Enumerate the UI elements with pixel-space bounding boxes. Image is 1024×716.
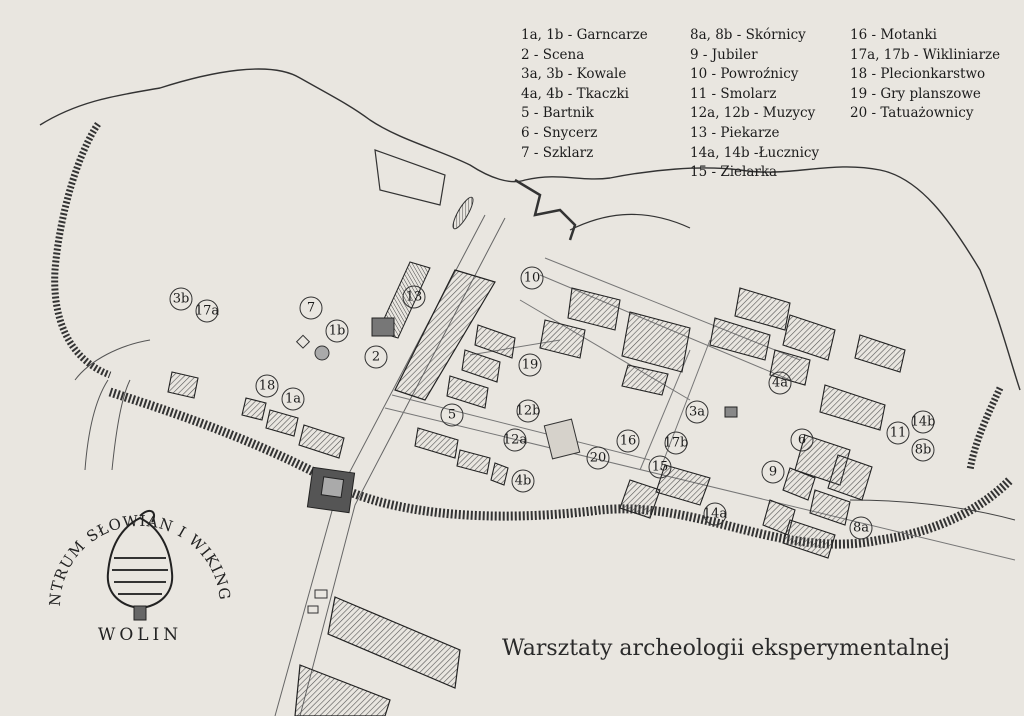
legend-item: 6 - Snycerz: [521, 124, 598, 141]
legend-item: 8a, 8b - Skórnicy: [690, 27, 806, 43]
marker-8a[interactable]: 8a: [849, 516, 873, 540]
legend-item: 15 - Zielarka: [690, 164, 778, 181]
marker-5[interactable]: 5: [440, 403, 464, 427]
legend-item: 16 - Motanki: [850, 27, 937, 43]
marker-6[interactable]: 6: [790, 428, 814, 452]
legend-item: 19 - Gry planszowe: [850, 85, 981, 102]
bakery-building: [371, 261, 431, 339]
marker-4a[interactable]: 4a: [768, 371, 792, 395]
svg-text:18: 18: [259, 379, 276, 394]
legend-item: 9 - Jubiler: [690, 46, 758, 63]
marker-11[interactable]: 11: [886, 421, 910, 445]
legend-column-1: 1a, 1b - Garncarze 2 - Scena 3a, 3b - Kowa…: [521, 26, 648, 163]
svg-text:8a: 8a: [853, 521, 869, 536]
legend-item: 3a, 3b - Kowale: [521, 66, 627, 83]
marker-15[interactable]: 15: [648, 455, 672, 479]
svg-text:3b: 3b: [173, 292, 190, 307]
houses-south: [294, 596, 461, 716]
houses-west: [167, 371, 345, 459]
svg-text:14a: 14a: [703, 507, 728, 522]
plot-top: [374, 149, 446, 206]
svg-text:12a: 12a: [503, 433, 528, 448]
marker-17b[interactable]: 17b: [664, 431, 689, 455]
svg-text:20: 20: [590, 451, 607, 466]
marker-16[interactable]: 16: [616, 429, 640, 453]
legend-item: 7 - Szklarz: [521, 144, 594, 161]
marker-10[interactable]: 10: [520, 266, 544, 290]
legend-item: 11 - Smolarz: [690, 85, 777, 102]
marker-7[interactable]: 7: [299, 296, 323, 320]
legend-item: 14a, 14b -Łucznicy: [690, 144, 820, 161]
svg-text:1a: 1a: [285, 392, 301, 407]
marker-1a[interactable]: 1a: [281, 387, 305, 411]
svg-text:WOLIN: WOLIN: [98, 625, 182, 645]
marker-20[interactable]: 20: [586, 446, 610, 470]
marker-1b[interactable]: 1b: [325, 319, 349, 343]
palisade-west: [51, 122, 112, 379]
logo: CENTRUM SŁOWIAN I WIKINGÓW WOLIN: [40, 488, 234, 645]
marker-12b[interactable]: 12b: [516, 399, 541, 423]
location-markers: 1a 1b 2 3a 3b 4a 4b 5 6 7 8a 8b 9 10 11 …: [169, 266, 936, 540]
legend-item: 4a, 4b - Tkaczki: [521, 85, 629, 102]
marker-14b[interactable]: 14b: [911, 410, 936, 434]
svg-text:15: 15: [652, 460, 669, 475]
svg-text:4b: 4b: [515, 474, 532, 489]
legend-item: 10 - Powroźnicy: [690, 66, 799, 83]
marker-18[interactable]: 18: [255, 374, 279, 398]
svg-text:13: 13: [406, 290, 423, 305]
svg-text:16: 16: [620, 434, 637, 449]
marker-9[interactable]: 9: [761, 460, 785, 484]
marker-17a[interactable]: 17a: [195, 299, 220, 323]
legend-item: 18 - Plecionkarstwo: [850, 66, 986, 83]
houses-east: [619, 287, 906, 559]
palisade-east: [966, 386, 1004, 471]
svg-text:3a: 3a: [689, 405, 705, 420]
marker-4b[interactable]: 4b: [511, 469, 535, 493]
marker-12a[interactable]: 12a: [503, 428, 528, 452]
svg-text:12b: 12b: [516, 404, 541, 419]
legend-item: 13 - Piekarze: [690, 124, 780, 141]
svg-text:CENTRUM SŁOWIAN I WIKINGÓW: CENTRUM SŁOWIAN I WIKINGÓW: [40, 488, 234, 607]
legend-column-2: 8a, 8b - Skórnicy 9 - Jubiler 10 - Powroźn…: [690, 26, 819, 183]
svg-text:8b: 8b: [915, 443, 932, 458]
svg-text:19: 19: [522, 358, 539, 373]
svg-text:5: 5: [448, 408, 456, 423]
svg-text:6: 6: [798, 433, 806, 448]
svg-text:11: 11: [890, 426, 907, 441]
marker-14a[interactable]: 14a: [703, 502, 728, 526]
legend-column-3: 16 - Motanki 17a, 17b - Wikliniarze 18 - P…: [850, 26, 1000, 124]
marker-3b[interactable]: 3b: [169, 287, 193, 311]
legend-item: 17a, 17b - Wikliniarze: [850, 46, 1001, 63]
marker-3a[interactable]: 3a: [685, 400, 709, 424]
svg-text:17b: 17b: [664, 436, 689, 451]
svg-text:17a: 17a: [195, 304, 220, 319]
road-west: [74, 339, 151, 471]
svg-text:9: 9: [769, 465, 777, 480]
svg-text:7: 7: [307, 301, 315, 316]
legend-item: 12a, 12b - Muzycy: [690, 105, 816, 122]
area-outline: [39, 68, 1021, 391]
legend-item: 5 - Bartnik: [521, 105, 594, 122]
svg-text:10: 10: [524, 271, 541, 286]
hall-main: [394, 269, 496, 401]
legend-item: 20 - Tatuażownicy: [850, 105, 974, 122]
svg-text:2: 2: [372, 350, 380, 365]
marker-2[interactable]: 2: [364, 345, 388, 369]
legend-item: 1a, 1b - Garncarze: [521, 27, 648, 43]
svg-text:4a: 4a: [772, 376, 788, 391]
legend-item: 2 - Scena: [521, 46, 585, 63]
svg-text:1b: 1b: [329, 324, 346, 339]
marker-8b[interactable]: 8b: [911, 438, 935, 462]
palisade-main: [108, 387, 1014, 549]
shore-inner: [569, 213, 691, 231]
svg-text:14b: 14b: [911, 415, 936, 430]
marker-13[interactable]: 13: [402, 285, 426, 309]
marker-19[interactable]: 19: [518, 353, 542, 377]
map-title: Warsztaty archeologii eksperymentalnej: [502, 636, 950, 661]
houses-central: [414, 287, 691, 486]
